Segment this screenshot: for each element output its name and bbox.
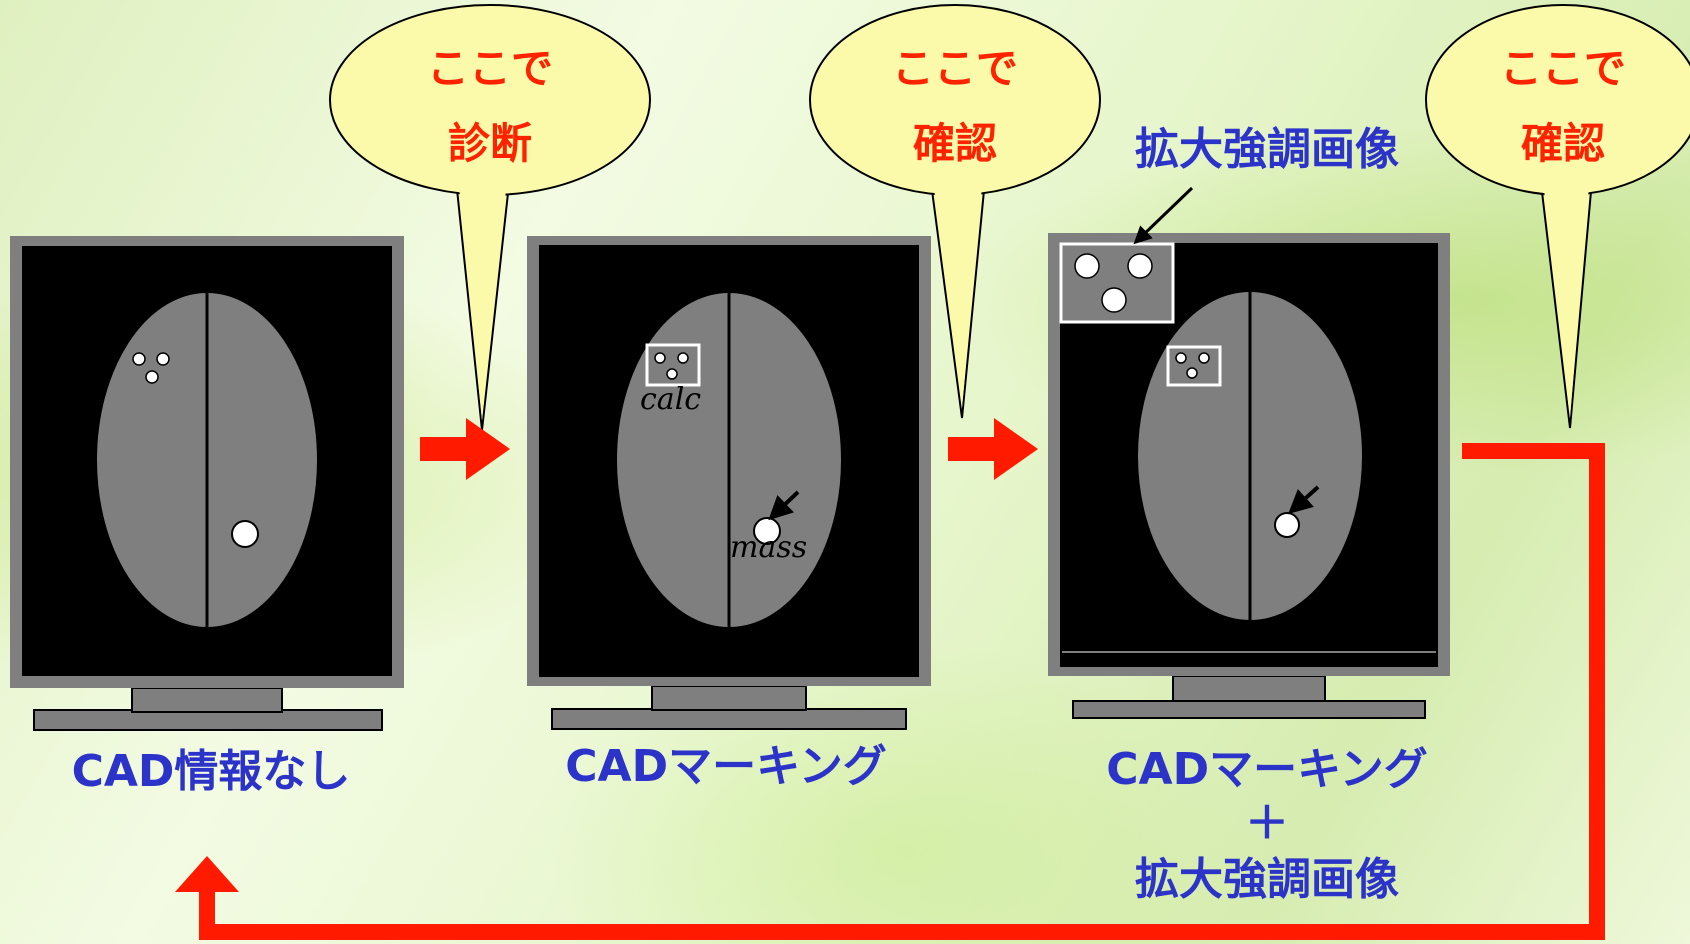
calcification-dot: [654, 352, 666, 364]
callout-arrow: [1133, 186, 1194, 245]
monitor-2-base: [551, 708, 907, 730]
monitor-3-base: [1072, 700, 1426, 719]
calcification-dot: [1101, 287, 1127, 313]
monitor-cad-marking-enhanced: 拡大強調画像: [1048, 124, 1450, 719]
monitor-2-stand: [651, 685, 807, 711]
enhanced-image-callout: 拡大強調画像: [1135, 124, 1399, 175]
bubble-diagnose-line2: 診断: [448, 119, 532, 168]
calcification-dot: [1186, 367, 1198, 379]
calcification-dot: [677, 352, 689, 364]
caption-cad-marking-line1: CADマーキング: [1106, 744, 1428, 795]
bubble-diagnose-line1: ここで: [427, 44, 553, 93]
calcification-dot: [156, 352, 170, 366]
flow-arrow-2: [948, 418, 1038, 480]
caption-enhanced-image: 拡大強調画像: [1135, 854, 1399, 905]
mass-dot: [1274, 512, 1300, 538]
calc-marker-box: [645, 343, 701, 387]
mass-dot: [231, 520, 259, 548]
calcification-dot: [1175, 352, 1187, 364]
mass-label: mass: [730, 530, 807, 565]
bubble-diagnose: ここで 診断: [329, 4, 651, 431]
flow-arrow-1: [420, 418, 510, 480]
monitor-3-stand: [1172, 675, 1326, 702]
caption-no-cad: CAD情報なし: [72, 746, 351, 797]
caption-plus-sign: ＋: [1245, 798, 1289, 849]
monitor-no-cad: [10, 236, 404, 731]
calcification-dot: [1198, 352, 1210, 364]
calc-label: calc: [640, 382, 701, 417]
calcification-dot: [145, 370, 159, 384]
monitor-cad-marking: calc mass: [527, 236, 931, 730]
calcification-dot: [132, 352, 146, 366]
calcification-dot: [1127, 253, 1153, 279]
caption-cad-marking: CADマーキング: [565, 741, 887, 792]
calcification-dot: [1074, 253, 1100, 279]
bubble-confirm-2-line2: 確認: [1521, 119, 1605, 168]
loop-back-arrow: [175, 443, 1605, 940]
mass-marker-arrow: [768, 490, 800, 521]
bubble-confirm-1-line2: 確認: [913, 119, 997, 168]
mass-marker-arrow: [1288, 485, 1320, 515]
bubble-confirm-1-line1: ここで: [892, 44, 1018, 93]
bubble-confirm-2-line1: ここで: [1500, 44, 1626, 93]
bubble-confirm-1: ここで 確認: [809, 4, 1101, 419]
mass-dot: [753, 517, 781, 545]
monitor-1-stand: [131, 687, 283, 713]
calcification-dot: [666, 368, 678, 380]
calc-marker-box: [1166, 345, 1222, 387]
bubble-confirm-2: ここで 確認: [1425, 4, 1690, 429]
